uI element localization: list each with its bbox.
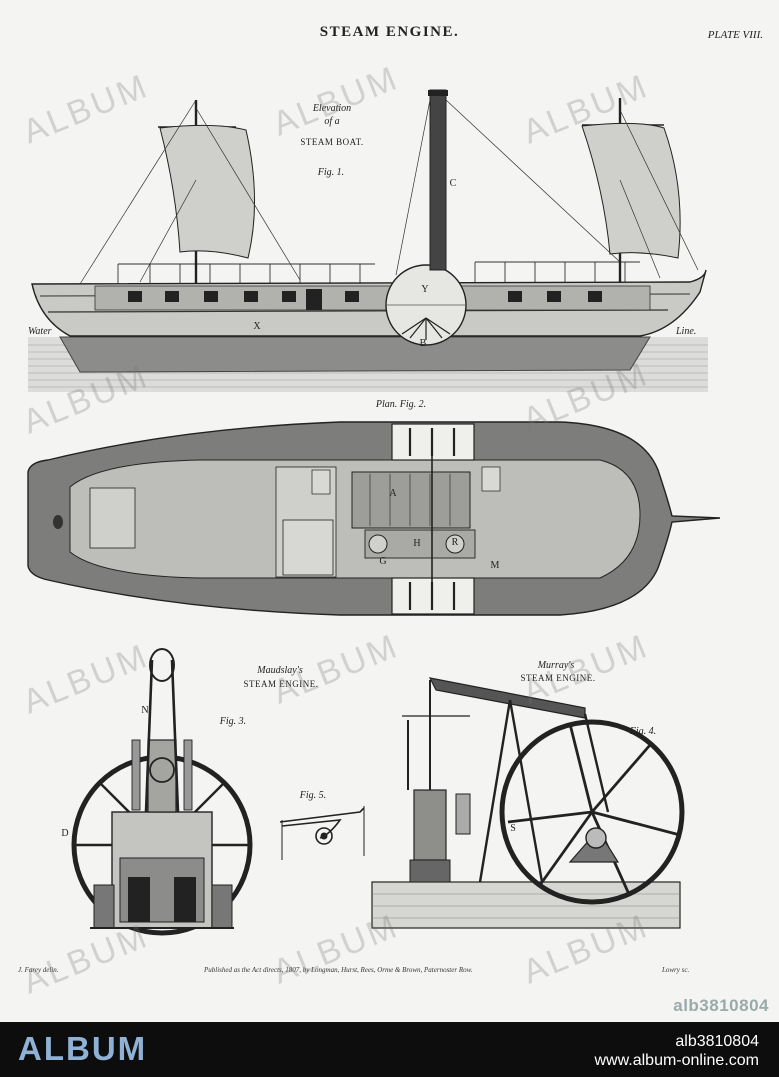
fig4-label: Fig. 4. xyxy=(629,726,657,737)
engraving-plate: STEAM ENGINE. PLATE VIII. Elevation of a… xyxy=(0,0,779,1022)
album-logo[interactable]: ALBUM xyxy=(18,1030,148,1067)
fig5-part xyxy=(279,806,365,860)
steam-boat-elevation xyxy=(28,89,708,392)
ref-letter-c: C xyxy=(449,178,457,189)
engraving-artwork xyxy=(27,89,721,936)
ref-letter-x: X xyxy=(253,321,261,332)
ref-letter-b: B xyxy=(419,338,427,349)
footer-image-id: alb3810804 xyxy=(675,1033,759,1050)
ref-letter-g: G xyxy=(379,556,387,567)
fig5-label: Fig. 5. xyxy=(299,790,327,801)
ref-letter-r: R xyxy=(451,537,459,548)
steam-boat-plan xyxy=(27,421,721,616)
watermark-image-id: alb3810804 xyxy=(673,996,769,1015)
ref-letter-y: Y xyxy=(421,284,429,295)
water-line-left: Water xyxy=(28,326,52,337)
ref-letter-s: S xyxy=(510,823,516,834)
fig1-label: Fig. 1. xyxy=(317,167,345,178)
maudslay-caption-line2: STEAM ENGINE. xyxy=(243,679,319,689)
footer-url-link[interactable]: www.album-online.com xyxy=(594,1052,759,1069)
ref-letter-e: E xyxy=(183,896,191,907)
plan-caption: Plan. Fig. 2. xyxy=(375,399,427,410)
murray-engine xyxy=(371,677,685,929)
ref-letter-m: M xyxy=(490,560,500,571)
ref-letter-d: D xyxy=(61,828,69,839)
ref-letter-n: N xyxy=(141,705,149,716)
murray-caption-line2: STEAM ENGINE. xyxy=(520,673,596,683)
maudslay-engine xyxy=(71,648,253,936)
fig1-caption-line1: Elevation xyxy=(312,103,352,114)
footer-bar: ALBUM alb3810804 www.album-online.com xyxy=(0,1022,779,1077)
fig1-caption-line2: of a xyxy=(324,116,340,127)
plate-title: STEAM ENGINE. xyxy=(319,24,460,40)
credit-publisher: Published as the Act directs, 1807, by L… xyxy=(204,966,473,974)
credit-engraver: Lowry sc. xyxy=(662,966,690,974)
ref-letter-h: H xyxy=(413,538,421,549)
credit-draughtsman: J. Farey delin. xyxy=(18,966,59,974)
ref-letter-a: A xyxy=(389,488,397,499)
murray-caption-line1: Murray's xyxy=(537,660,575,671)
maudslay-caption-line1: Maudslay's xyxy=(257,665,303,676)
water-line-right: Line. xyxy=(676,326,697,337)
plate-number: PLATE VIII. xyxy=(707,29,763,41)
fig1-caption-line3: STEAM BOAT. xyxy=(300,137,364,147)
fig3-label: Fig. 3. xyxy=(219,716,247,727)
